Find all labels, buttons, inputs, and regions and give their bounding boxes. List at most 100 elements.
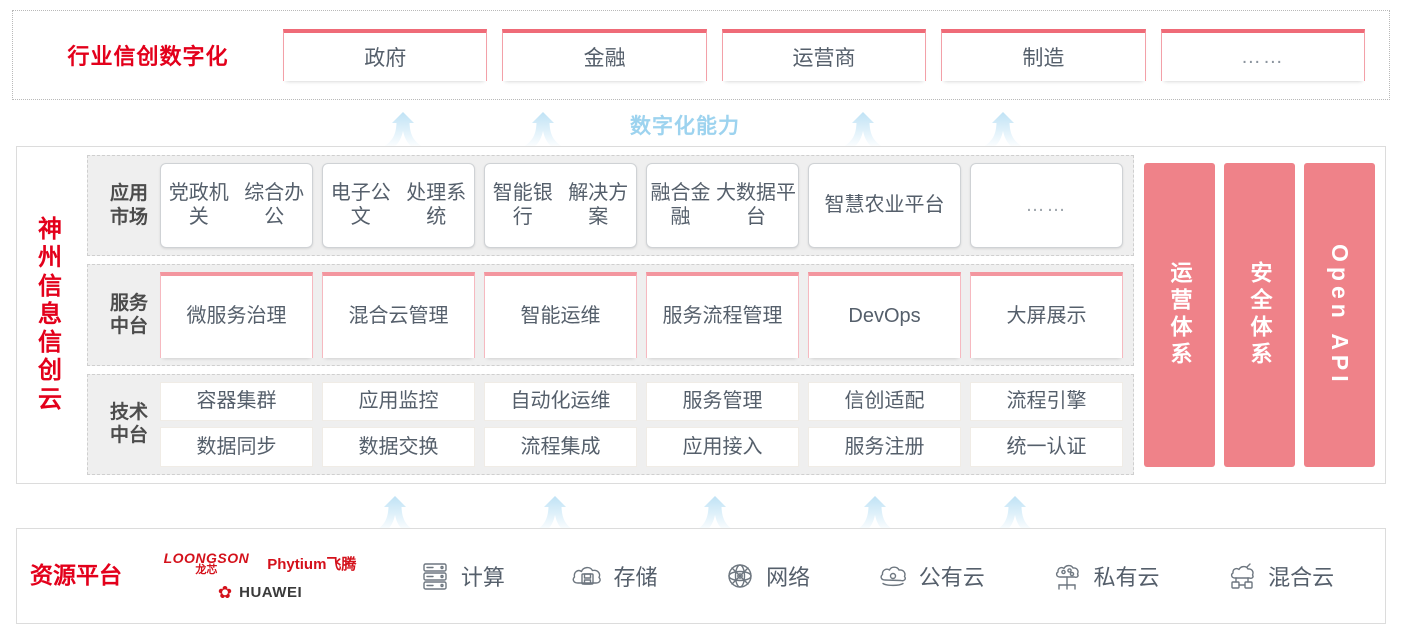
industry-card[interactable]: 制造 <box>941 29 1146 81</box>
cloud-platform-container: 神州信息信创云 应用市场党政机关综合办公电子公文处理系统智能银行解决方案融合金融… <box>16 146 1386 484</box>
capability-card[interactable]: 统一认证 <box>970 427 1123 467</box>
capability-card[interactable]: 微服务治理 <box>160 272 313 358</box>
resource-item-label: 混合云 <box>1268 565 1335 590</box>
cloud-row-list: 应用市场党政机关综合办公电子公文处理系统智能银行解决方案融合金融大数据平台智慧农… <box>87 155 1134 475</box>
capability-card[interactable]: 融合金融大数据平台 <box>646 163 799 249</box>
up-arrow-icon <box>981 112 1025 148</box>
row-label-line: 中台 <box>109 315 148 337</box>
capability-card[interactable]: 混合云管理 <box>322 272 475 358</box>
capability-arrow-band-lower <box>12 486 1390 532</box>
row-card-list: 容器集群数据同步应用监控数据交换自动化运维流程集成服务管理应用接入信创适配服务注… <box>160 381 1123 467</box>
server-icon <box>423 563 447 590</box>
capability-card[interactable]: 数据同步 <box>160 427 313 467</box>
card-line: 处理系统 <box>406 182 467 228</box>
resource-item-label: 网络 <box>766 565 811 590</box>
huawei-logo-text: HUAWEI <box>239 584 303 601</box>
cloud-platform-body: 应用市场党政机关综合办公电子公文处理系统智能银行解决方案融合金融大数据平台智慧农… <box>83 147 1385 483</box>
industry-card[interactable]: 政府 <box>283 29 488 81</box>
pillar[interactable]: 运营体系 <box>1144 163 1215 467</box>
card-column: 服务管理应用接入 <box>646 381 799 467</box>
capability-card[interactable]: 服务管理 <box>646 381 799 422</box>
up-arrow-icon <box>693 496 737 532</box>
capability-card[interactable]: 信创适配 <box>808 381 961 422</box>
card-line: 智慧农业 <box>824 194 905 217</box>
resource-item[interactable]: 网络 <box>723 559 810 593</box>
resource-item[interactable]: 存储 <box>570 559 657 593</box>
industry-band: 行业信创数字化 政府金融运营商制造 …… <box>12 10 1390 100</box>
loongson-logo-cn: 龙芯 <box>195 564 218 576</box>
industry-card[interactable]: 金融 <box>502 29 707 81</box>
card-line: 大数据平台 <box>716 182 797 228</box>
industry-card[interactable]: 运营商 <box>721 29 927 81</box>
industry-card-list: 政府金融运营商制造 …… <box>283 29 1389 81</box>
card-column: 应用监控数据交换 <box>322 381 475 467</box>
capability-card[interactable]: 电子公文处理系统 <box>322 163 475 249</box>
capability-card[interactable]: 大屏展示 <box>970 272 1123 358</box>
huawei-logo: ✿ HUAWEI <box>218 584 302 601</box>
capability-card[interactable]: DevOps <box>808 272 961 358</box>
capability-card[interactable]: …… <box>970 163 1123 249</box>
card-line: 融合金融 <box>650 182 711 228</box>
card-line: DevOps <box>848 305 921 328</box>
capability-card[interactable]: 智能运维 <box>484 272 637 358</box>
row-label: 应用市场 <box>98 182 160 228</box>
capability-card[interactable]: 流程集成 <box>484 427 637 467</box>
phytium-logo: Phytium飞腾 <box>267 556 357 573</box>
resource-item-list: 计算 存储 网络 公有云 私有云 混合云 <box>385 559 1385 593</box>
pillar-label: Open API <box>1327 243 1353 387</box>
public-cloud-icon <box>880 566 906 587</box>
resource-item-label: 私有云 <box>1093 565 1160 590</box>
card-line: 微服务 <box>186 305 247 328</box>
cloud-title-char: 创 <box>38 357 62 385</box>
industry-card[interactable]: …… <box>1160 29 1366 81</box>
resource-platform-container: 资源平台 LOONGSON 龙芯 Phytium飞腾 ✿ HUAWEI 计算存储… <box>16 528 1386 624</box>
row-card-list: 党政机关综合办公电子公文处理系统智能银行解决方案融合金融大数据平台智慧农业平台 …… <box>160 163 1123 249</box>
card-line: 综合办公 <box>244 182 305 228</box>
up-arrow-icon <box>381 112 425 148</box>
vendor-logo-group: LOONGSON 龙芯 Phytium飞腾 ✿ HUAWEI <box>135 551 385 601</box>
card-line: 智能运维 <box>520 305 601 328</box>
capability-card[interactable]: 服务流程管理 <box>646 272 799 358</box>
capability-card[interactable]: 党政机关综合办公 <box>160 163 313 249</box>
card-line: 党政机关 <box>168 182 229 228</box>
up-arrow-icon <box>373 496 417 532</box>
card-column: 容器集群数据同步 <box>160 381 313 467</box>
resource-item[interactable]: 私有云 <box>1050 559 1159 593</box>
capability-card[interactable]: 智慧农业平台 <box>808 163 961 249</box>
huawei-flower-icon: ✿ <box>217 583 233 602</box>
capability-card[interactable]: 智能银行解决方案 <box>484 163 637 249</box>
card-line: …… <box>1025 194 1068 216</box>
capability-card[interactable]: 应用接入 <box>646 427 799 467</box>
row-label: 服务中台 <box>98 292 160 338</box>
pillar[interactable]: 安全体系 <box>1224 163 1295 467</box>
row-band-application-market: 应用市场党政机关综合办公电子公文处理系统智能银行解决方案融合金融大数据平台智慧农… <box>87 155 1134 257</box>
resource-item-label: 公有云 <box>918 565 985 590</box>
cloud-title-char: 云 <box>38 385 62 413</box>
capability-card[interactable]: 自动化运维 <box>484 381 637 422</box>
capability-card[interactable]: 数据交换 <box>322 427 475 467</box>
up-arrow-icon <box>853 496 897 532</box>
card-line: 治理 <box>246 305 287 328</box>
card-column: 自动化运维流程集成 <box>484 381 637 467</box>
card-column: 信创适配服务注册 <box>808 381 961 467</box>
resource-item[interactable]: 计算 <box>418 559 505 593</box>
pillar-list: 运营体系 安全体系 Open API <box>1142 155 1375 475</box>
loongson-logo-en: LOONGSON <box>163 550 250 566</box>
card-line: 电子公文 <box>330 182 391 228</box>
up-arrow-icon <box>533 496 577 532</box>
cloud-title-char: 信 <box>38 329 62 357</box>
resource-item[interactable]: 公有云 <box>876 559 985 593</box>
pillar[interactable]: Open API <box>1304 163 1375 467</box>
pillar-label: 运营体系 <box>1167 261 1193 369</box>
resource-item[interactable]: 混合云 <box>1225 559 1334 593</box>
loongson-logo: LOONGSON 龙芯 <box>164 551 250 576</box>
capability-card[interactable]: 容器集群 <box>160 381 313 422</box>
vendor-row-bottom: ✿ HUAWEI <box>218 584 302 601</box>
capability-label: 数字化能力 <box>630 115 740 138</box>
capability-card[interactable]: 流程引擎 <box>970 381 1123 422</box>
capability-card[interactable]: 应用监控 <box>322 381 475 422</box>
industry-band-title: 行业信创数字化 <box>67 44 229 69</box>
capability-card[interactable]: 服务注册 <box>808 427 961 467</box>
